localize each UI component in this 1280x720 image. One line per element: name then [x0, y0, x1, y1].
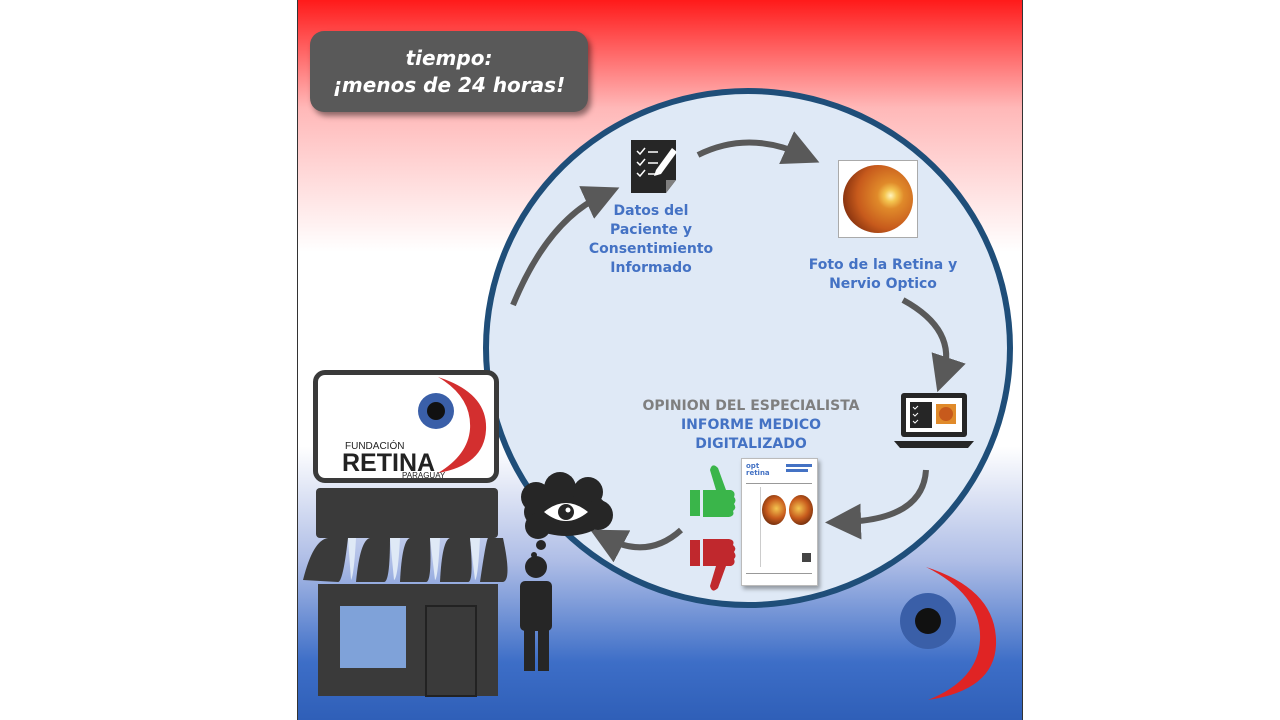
laptop-icon [894, 393, 974, 448]
patient-data-line1: Datos del [613, 203, 689, 219]
slide: tiempo: ¡menos de 24 horas! [297, 0, 1023, 720]
logo-eye-mark [418, 377, 487, 473]
arrow-report-to-patient [590, 527, 684, 563]
report-brand: opt retina [746, 462, 770, 477]
logo-paraguay: PARAGUAY [402, 471, 446, 480]
retina-photo-label: Foto de la Retina y Nervio Optico [793, 256, 973, 294]
medical-report-document: opt retina [741, 458, 818, 586]
arrow-store-to-patient-data [510, 186, 620, 307]
time-callout-line2: ¡menos de 24 horas! [332, 72, 566, 97]
logo-retina: RETINA [342, 449, 436, 477]
logo-fundacion: FUNDACIÓN [345, 441, 405, 452]
checklist-icon [631, 140, 677, 193]
patient-data-line4: Informado [610, 260, 692, 276]
retina-photo-line1: Foto de la Retina y [808, 257, 958, 273]
diagram-graphics [303, 131, 997, 700]
patient-data-label: Datos del Paciente y Consentimiento Info… [571, 202, 731, 278]
medical-report-label: INFORME MEDICO [680, 417, 822, 433]
person-icon [520, 556, 552, 671]
thumbs-down-icon [690, 539, 736, 591]
corner-logo-mark [900, 567, 997, 700]
arrow-photo-to-laptop [901, 297, 966, 393]
patient-data-line3: Consentimiento [588, 241, 714, 257]
thought-bubble-eye-icon [521, 472, 613, 558]
arrow-laptop-to-report [825, 469, 929, 540]
fundacion-retina-logo: FUNDACIÓN RETINA PARAGUAY [313, 370, 499, 483]
digitalized-label: DIGITALIZADO [695, 436, 807, 452]
time-callout-line1: tiempo: [405, 45, 493, 70]
time-callout: tiempo: ¡menos de 24 horas! [310, 31, 588, 112]
arrow-patient-data-to-photo [696, 131, 820, 164]
store-icon [303, 488, 508, 697]
retina-photo-image [838, 160, 918, 238]
retina-photo-line2: Nervio Optico [829, 276, 937, 292]
specialist-opinion-label: OPINION DEL ESPECIALISTA [642, 398, 860, 414]
thumbs-up-icon [690, 465, 736, 517]
patient-data-line2: Paciente y [609, 222, 693, 238]
